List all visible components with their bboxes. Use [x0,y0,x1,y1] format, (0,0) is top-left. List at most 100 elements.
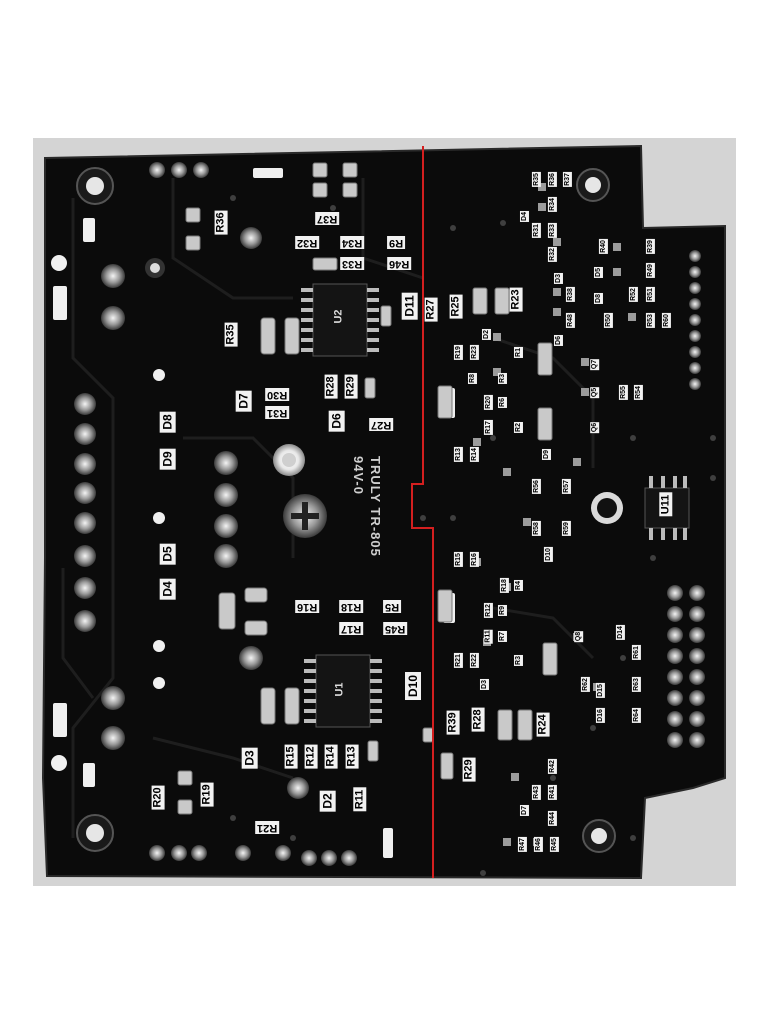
label-s-d9: D9 [541,449,551,460]
label-r36: R36 [214,210,228,235]
label-s-r20: R20 [483,395,493,410]
label-d8: D8 [157,411,178,433]
label-s-r55: R55 [618,385,628,400]
label-s-r52: R52 [628,287,638,302]
label-s-r37: R37 [562,172,572,187]
label-s-r17: R17 [483,420,493,435]
label-s-d3: D3 [553,273,563,284]
label-s-r6: R6 [497,397,507,408]
label-r30: R30 [265,388,290,401]
label-s-r59: R59 [561,521,571,536]
label-d9: D9 [157,448,178,470]
label-s-r49: R49 [645,263,655,278]
label-u2: U2 [332,309,345,324]
label-s-r3b: R3 [513,655,523,666]
cut-line [411,146,434,878]
label-s-d4: D4 [519,211,529,222]
label-s-q5: Q5 [590,386,600,399]
label-s-r40: R40 [598,239,608,254]
label-s-r15: R15 [453,552,463,567]
label-u1: U1 [333,682,346,697]
label-r33: R33 [340,257,365,270]
label-s-r62: R62 [580,677,590,692]
label-d6: D6 [326,410,347,432]
label-s-r11: R11 [483,629,493,644]
label-r46: R46 [387,257,412,270]
label-s-r7: R7 [497,631,507,642]
pcb-photo: TRULY TR-805 94V-0 R36 R37 R32 R34 R9 R3… [33,138,736,886]
label-s-d3b: D3 [479,679,489,690]
label-r13: R13 [345,744,359,769]
label-s-r3: R3 [497,373,507,384]
label-s-r61: R61 [631,645,641,660]
label-r20: R20 [151,785,165,810]
label-r31: R31 [265,406,290,419]
label-s-d15: D15 [595,683,605,698]
label-s-r13: R13 [453,447,463,462]
label-s-r54: R54 [633,385,643,400]
label-s-r35: R35 [531,172,541,187]
label-d7: D7 [233,390,254,412]
pcb-board-graphic [33,138,736,886]
board-marking-line1: TRULY TR-805 [368,456,383,557]
label-s-r47: R47 [517,837,527,852]
label-s-r53: R53 [645,313,655,328]
label-s-r9: R9 [497,605,507,616]
label-r37: R37 [315,212,340,225]
label-s-r56: R56 [531,479,541,494]
label-r25: R25 [449,294,463,319]
label-s-r44: R44 [547,811,557,826]
label-r16: R16 [295,600,320,613]
label-s-r31: R31 [531,223,541,238]
label-u11: U11 [659,492,673,517]
label-r23: R23 [509,287,523,312]
label-s-r32: R32 [547,247,557,262]
label-s-r41: R41 [547,785,557,800]
label-s-r48: R48 [565,313,575,328]
label-r27-mid: R27 [369,418,394,431]
label-r32: R32 [295,236,320,249]
mounting-screw [283,494,327,538]
label-s-r4: R4 [513,580,523,591]
label-s-r46: R46 [533,837,543,852]
label-s-d7: D7 [519,805,529,816]
label-s-r12: R12 [483,603,493,618]
label-s-q8: Q8 [574,630,584,643]
label-s-r23: R23 [469,345,479,360]
label-r29-bottom: R29 [462,757,476,782]
label-s-r34: R34 [547,197,557,212]
label-s-d16: D16 [595,708,605,723]
label-d10: D10 [399,671,427,701]
label-r21: R21 [255,821,280,834]
label-s-q7: Q7 [590,358,600,371]
label-d4: D4 [157,578,178,600]
label-r24: R24 [536,712,550,737]
label-s-r2: R2 [513,422,523,433]
label-s-r14: R14 [469,447,479,462]
label-s-d14: D14 [615,625,625,640]
label-s-r50: R50 [603,313,613,328]
label-s-r1: R1 [513,347,523,358]
board-marking-line2: 94V-0 [351,456,366,495]
label-s-r18: R18 [499,578,509,593]
label-s-r58: R58 [531,521,541,536]
label-r29: R29 [344,374,358,399]
label-s-r33: R33 [547,223,557,238]
label-r5: R5 [383,600,402,613]
ic-u1-body [304,654,382,728]
label-d2: D2 [317,790,338,812]
label-s-r22: R22 [469,653,479,668]
label-s-d5: D5 [593,267,603,278]
label-s-r42: R42 [547,759,557,774]
label-s-r21: R21 [453,653,463,668]
label-r35: R35 [224,322,238,347]
label-s-r39: R39 [645,239,655,254]
label-s-r38: R38 [565,287,575,302]
label-r19: R19 [200,782,214,807]
label-s-r57: R57 [561,479,571,494]
label-r39: R39 [446,710,460,735]
label-r17: R17 [339,622,364,635]
label-r11: R11 [353,787,367,812]
label-s-d10: D10 [543,547,553,562]
label-r45: R45 [383,622,408,635]
